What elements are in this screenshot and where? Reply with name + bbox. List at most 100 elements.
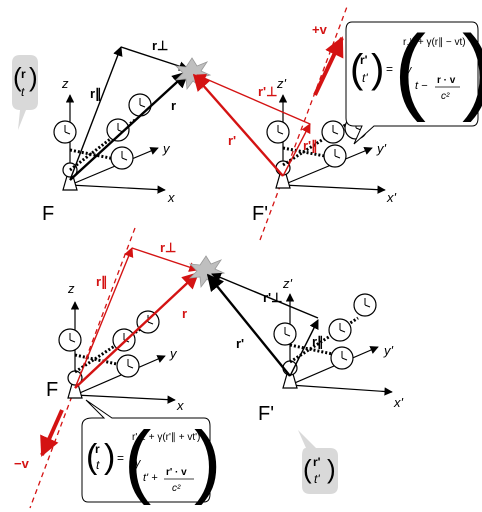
bottom-label-r-perp: r⊥ [160, 240, 176, 255]
svg-text:=: = [386, 62, 393, 76]
svg-text:): ) [194, 415, 221, 506]
top-vec-r [69, 70, 190, 181]
bottom-axis-zp: z' [282, 276, 293, 291]
svg-text:r'⊥ + γ(r'∥ + vt'): r'⊥ + γ(r'∥ + vt') [132, 432, 200, 443]
bottom-clock-f-3 [136, 310, 160, 334]
svg-text:r': r' [313, 455, 321, 469]
top-event-burst [174, 57, 212, 91]
svg-text:t' +: t' + [143, 472, 158, 484]
svg-text:r: r [21, 67, 26, 81]
bottom-label-rp-par: r∥ [312, 334, 324, 350]
svg-text:): ) [371, 47, 384, 91]
top-vec-r-perp [120, 46, 189, 71]
svg-text:t': t' [314, 472, 320, 486]
bottom-panel: −v z y x F r∥ r⊥ r [14, 227, 404, 509]
bottom-label-rp: r' [236, 336, 244, 351]
svg-text:=: = [117, 451, 124, 465]
svg-text:r' · v: r' · v [166, 467, 187, 478]
bottom-clock-fp-1 [273, 322, 297, 346]
svg-text:r': r' [360, 53, 368, 67]
bottom-label-r: r [182, 306, 187, 321]
top-vec-rp-par [282, 123, 311, 177]
top-axis-yp: y' [376, 141, 387, 156]
svg-text:t': t' [362, 71, 368, 85]
bottom-vec-rp-par [289, 319, 319, 377]
svg-text:): ) [104, 438, 115, 476]
top-vec-rp [192, 73, 284, 177]
bottom-vec-rp [206, 273, 291, 377]
bottom-label-r-par: r∥ [96, 274, 108, 290]
bottom-axis-yp: y' [383, 343, 394, 358]
bottom-vec-rp-perp [211, 272, 319, 319]
bottom-label-rp-perp: r'⊥ [263, 290, 282, 305]
svg-text:γ: γ [135, 457, 142, 469]
bottom-frame-f-label: F [46, 379, 58, 401]
bottom-event-burst [188, 255, 226, 289]
top-vec-rp-perp [196, 74, 311, 125]
bottom-vec-r [74, 271, 200, 389]
svg-text:r⊥ + γ(r∥ − vt): r⊥ + γ(r∥ − vt) [403, 37, 466, 48]
svg-text:c²: c² [172, 483, 181, 494]
top-axis-zp: z' [276, 76, 287, 91]
bottom-bubble-rpt: ( ) r' t' [298, 430, 338, 494]
top-axis-xp: x' [386, 190, 397, 205]
svg-text:(: ( [394, 16, 426, 123]
top-label-rp-perp: r'⊥ [258, 84, 277, 99]
top-clock-fp-1 [266, 120, 290, 144]
top-frame-f-label: F [42, 203, 54, 225]
top-formula-box: ( ) r' t' = ( ) r⊥ + γ(r∥ − vt) γ t − r … [345, 16, 482, 145]
svg-text:c²: c² [441, 91, 450, 102]
bottom-axis-xp: x' [393, 395, 404, 410]
svg-text:(: ( [303, 454, 312, 484]
bottom-vec-r-par [74, 247, 134, 389]
bottom-velocity-arrow [40, 409, 64, 457]
bottom-axis-z: z [67, 281, 75, 296]
top-label-r-perp: r⊥ [152, 38, 168, 53]
bottom-clock-fp-4 [330, 346, 354, 370]
svg-text:t −: t − [415, 80, 428, 92]
bottom-frame-fp-axes [285, 293, 393, 396]
top-frame-fp-label: F' [252, 203, 268, 225]
svg-text:t: t [96, 458, 100, 472]
top-velocity-arrow [313, 36, 344, 96]
top-label-r: r [171, 98, 176, 113]
top-bubble-rt: ( ) r t [12, 55, 38, 130]
svg-text:): ) [462, 16, 482, 123]
svg-text:(: ( [86, 438, 98, 476]
top-axis-y: y [162, 141, 171, 156]
top-clock-fp-2 [321, 120, 345, 144]
bottom-clock-fp-3 [353, 293, 377, 317]
svg-text:(: ( [13, 62, 22, 92]
bottom-formula-box: ( ) r t = ( ) r'⊥ + γ(r'∥ + vt') γ t' + … [81, 399, 221, 506]
svg-text:): ) [327, 454, 336, 484]
bottom-velocity-label: −v [14, 456, 30, 471]
svg-text:(: ( [124, 415, 151, 506]
bottom-f-worldline [29, 227, 136, 509]
bottom-axis-x: x [176, 398, 184, 413]
bottom-clock-f-4 [116, 354, 140, 378]
svg-text:): ) [29, 62, 38, 92]
top-vec-r-par [69, 46, 123, 181]
top-label-rp: r' [228, 133, 236, 148]
bottom-clock-f-1 [58, 328, 82, 352]
svg-text:t: t [21, 85, 25, 99]
bottom-vec-r-perp [131, 247, 199, 272]
svg-text:(: ( [350, 47, 364, 91]
bottom-axis-y: y [169, 346, 178, 361]
top-velocity-label: +v [312, 22, 328, 37]
svg-text:r: r [95, 442, 100, 456]
top-axis-x: x [167, 190, 175, 205]
svg-text:γ: γ [406, 64, 413, 76]
svg-text:r · v: r · v [437, 75, 456, 86]
top-clock-f-3 [128, 93, 152, 117]
bottom-frame-fp-label: F' [258, 403, 274, 425]
bottom-clock-f-2 [112, 328, 136, 352]
bottom-clock-fp-2 [328, 318, 352, 342]
top-label-rp-par: r'∥ [303, 138, 318, 154]
top-clock-f-4 [110, 146, 134, 170]
top-axis-z: z [61, 76, 69, 91]
top-label-r-par: r∥ [90, 86, 102, 102]
top-clock-fp-4 [323, 144, 347, 168]
top-panel: +v z y x F r∥ r⊥ r [12, 3, 482, 241]
